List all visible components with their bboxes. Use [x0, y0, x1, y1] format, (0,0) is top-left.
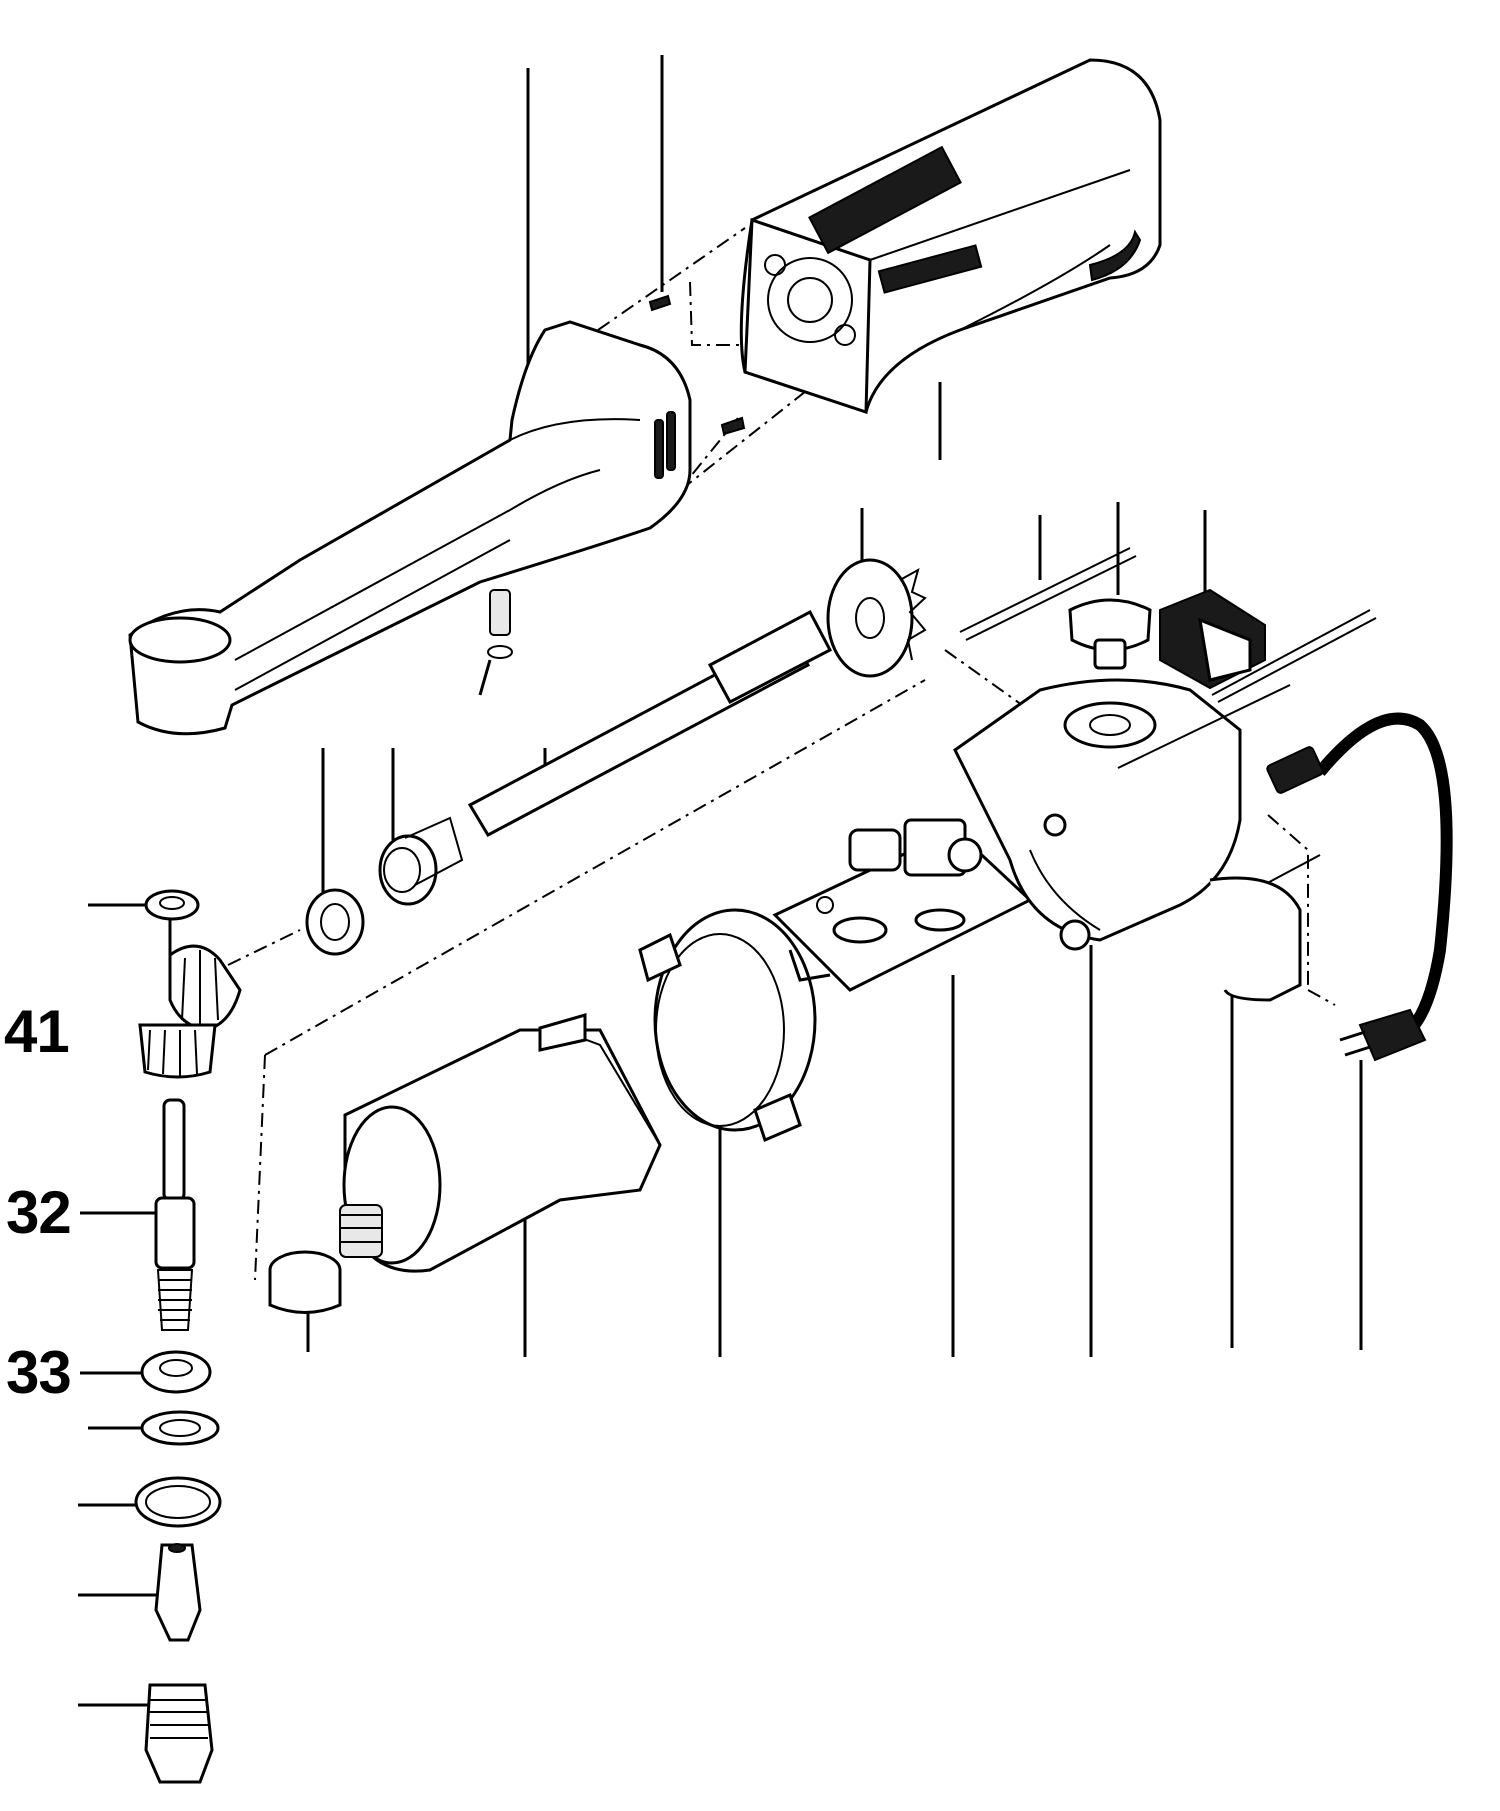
- part-label-41: 41: [4, 998, 70, 1065]
- left-parts-stack: [134, 889, 242, 1784]
- switch: [1159, 588, 1266, 690]
- front-housing: [128, 320, 692, 736]
- motor-housing: [739, 58, 1162, 415]
- fan-shroud: [638, 908, 817, 1143]
- part-label-32: 32: [6, 1179, 72, 1246]
- shaft-bearing: [305, 888, 365, 956]
- long-screws: [959, 547, 1377, 896]
- motor: [268, 1013, 662, 1314]
- circuit-board: [772, 818, 1033, 992]
- screws: [487, 294, 746, 659]
- fan: [826, 558, 927, 678]
- gear-housing: [953, 598, 1242, 951]
- power-cable: [1209, 712, 1453, 1062]
- part-label-33: 33: [6, 1339, 72, 1406]
- leader-lines: [78, 55, 1363, 1707]
- drive-shaft: [378, 609, 833, 906]
